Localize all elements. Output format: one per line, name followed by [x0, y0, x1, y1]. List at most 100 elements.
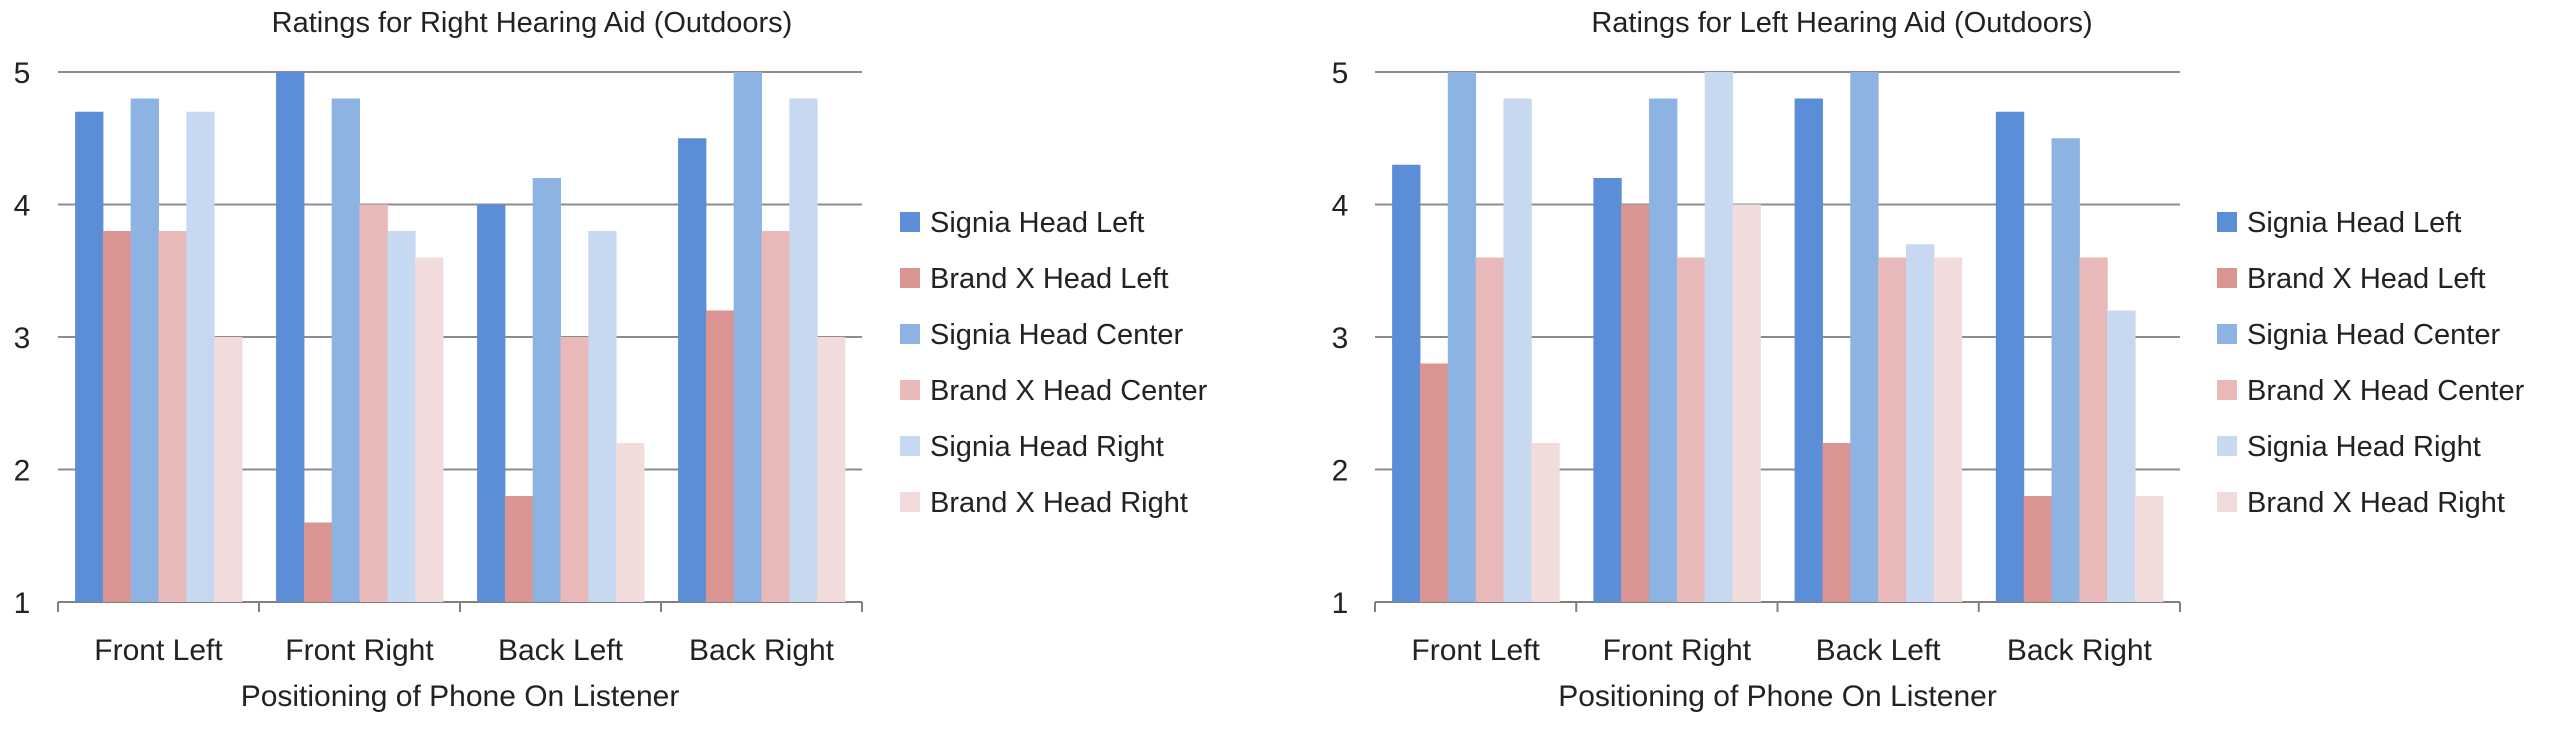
legend-label: Signia Head Center — [2247, 319, 2500, 351]
chart-2: Ratings for Left Hearing Aid (Outdoors) 1… — [1332, 7, 2525, 713]
bar — [560, 337, 589, 602]
legend-label: Signia Head Left — [930, 207, 1144, 239]
x-axis-label: Positioning of Phone On Listener — [1558, 680, 1997, 713]
bar — [415, 257, 444, 602]
x-tick-label: Front Left — [94, 634, 223, 667]
legend-swatch — [900, 492, 920, 512]
bar — [2107, 310, 2136, 602]
bar — [102, 231, 132, 602]
bar — [2079, 257, 2108, 602]
bar — [1878, 257, 1907, 602]
y-tick-label: 1 — [1332, 587, 1349, 620]
y-tick-label: 4 — [1332, 190, 1349, 223]
bar — [789, 98, 818, 602]
bar — [1593, 178, 1622, 602]
y-tick-label: 3 — [14, 322, 31, 355]
x-tick-label: Back Left — [1816, 634, 1942, 667]
bar — [817, 337, 846, 602]
bar — [359, 204, 388, 602]
legend-label: Signia Head Left — [2247, 207, 2461, 239]
legend-swatch — [2217, 324, 2237, 344]
y-tick-label: 5 — [1332, 57, 1349, 90]
bar — [1419, 363, 1449, 602]
legend-label: Brand X Head Center — [930, 375, 1208, 407]
bar — [477, 204, 506, 602]
legend-label: Brand X Head Left — [2247, 263, 2486, 295]
bar — [1995, 111, 2025, 602]
legend-swatch — [900, 212, 920, 232]
chart-title: Ratings for Left Hearing Aid (Outdoors) — [1591, 7, 2092, 39]
bar — [2023, 496, 2053, 602]
y-tick-label: 5 — [14, 57, 31, 90]
x-tick-label: Back Right — [2007, 634, 2153, 667]
legend-swatch — [2217, 268, 2237, 288]
legend-swatch — [2217, 212, 2237, 232]
bar — [214, 337, 243, 602]
legend-swatch — [2217, 492, 2237, 512]
bar — [387, 231, 416, 602]
x-tick-label: Back Left — [498, 634, 624, 667]
x-tick-label: Front Left — [1411, 634, 1540, 667]
x-tick-label: Front Right — [285, 634, 434, 667]
legend-swatch — [900, 436, 920, 456]
bar — [1822, 443, 1851, 602]
bar — [733, 72, 762, 602]
bar — [1475, 257, 1504, 602]
bar — [1503, 98, 1532, 602]
legend-swatch — [2217, 380, 2237, 400]
bar — [186, 111, 215, 602]
bar — [2135, 496, 2164, 602]
bar — [303, 522, 333, 602]
bar — [1732, 204, 1761, 602]
bar — [1392, 164, 1421, 602]
bar — [1531, 443, 1560, 602]
bar — [130, 98, 159, 602]
legend-label: Brand X Head Right — [2247, 487, 2505, 519]
bar — [276, 72, 305, 602]
y-tick-label: 4 — [14, 190, 31, 223]
bar — [75, 111, 104, 602]
chart-title: Ratings for Right Hearing Aid (Outdoors) — [272, 7, 793, 39]
bar — [532, 178, 561, 602]
y-tick-label: 1 — [14, 587, 31, 620]
bar — [1794, 98, 1823, 602]
bar — [1447, 72, 1477, 602]
bar — [2051, 138, 2080, 602]
bar — [588, 231, 617, 602]
legend-swatch — [900, 324, 920, 344]
legend-label: Brand X Head Left — [930, 263, 1169, 295]
legend-swatch — [900, 268, 920, 288]
legend-label: Signia Head Right — [2247, 431, 2481, 463]
legend-label: Brand X Head Right — [930, 487, 1188, 519]
y-tick-label: 2 — [1332, 455, 1349, 488]
legend-swatch — [2217, 436, 2237, 456]
bar — [1621, 204, 1650, 602]
legend-swatch — [900, 380, 920, 400]
bar — [1850, 72, 1879, 602]
bar — [1905, 244, 1935, 602]
bar — [1704, 72, 1734, 602]
bar — [504, 496, 534, 602]
y-tick-label: 3 — [1332, 322, 1349, 355]
bar — [705, 310, 735, 602]
bar — [678, 138, 707, 602]
y-tick-label: 2 — [14, 455, 31, 488]
legend-label: Signia Head Center — [930, 319, 1183, 351]
bar — [331, 98, 360, 602]
bar — [616, 443, 645, 602]
chart-1: Ratings for Right Hearing Aid (Outdoors)… — [14, 7, 1208, 713]
bar — [1649, 98, 1678, 602]
bar — [1676, 257, 1706, 602]
bar — [1933, 257, 1963, 602]
legend-label: Signia Head Right — [930, 431, 1164, 463]
bar — [761, 231, 790, 602]
x-axis-label: Positioning of Phone On Listener — [241, 680, 680, 713]
x-tick-label: Front Right — [1603, 634, 1752, 667]
legend-label: Brand X Head Center — [2247, 375, 2525, 407]
bar — [158, 231, 187, 602]
x-tick-label: Back Right — [689, 634, 835, 667]
